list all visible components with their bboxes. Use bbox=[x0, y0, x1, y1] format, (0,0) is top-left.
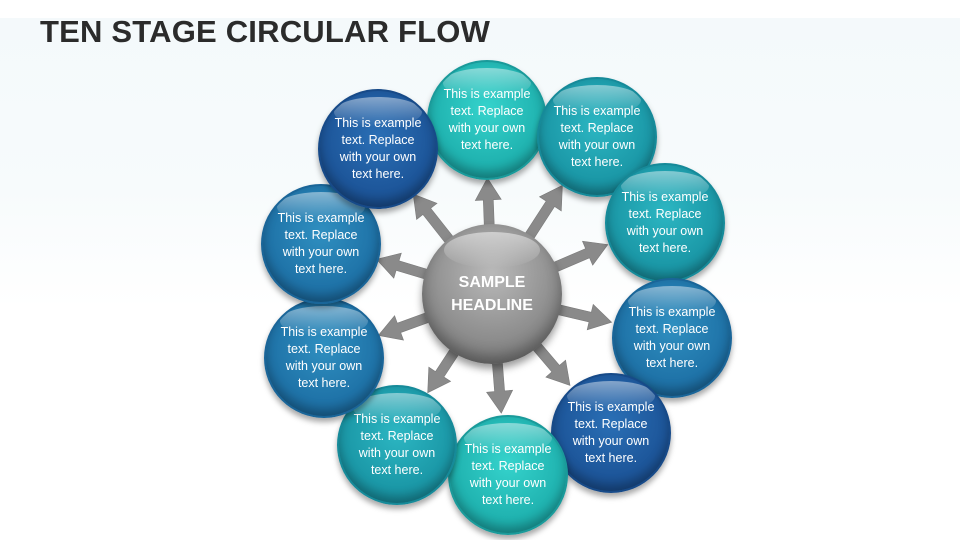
stage-1-line-3: with your own bbox=[448, 121, 526, 135]
stage-2-line-3: with your own bbox=[558, 138, 636, 152]
stage-5-line-4: text here. bbox=[584, 451, 638, 465]
stage-7-line-3: with your own bbox=[358, 446, 436, 460]
stage-5-line-3: with your own bbox=[572, 434, 650, 448]
stage-8-line-2: text. Replace bbox=[287, 342, 361, 356]
stage-circle-3: This is example text. Replace with your … bbox=[605, 163, 725, 283]
stage-text-9: This is example text. Replace with your … bbox=[274, 210, 368, 278]
stage-4-line-2: text. Replace bbox=[635, 322, 709, 336]
center-headline-circle: SAMPLE HEADLINE bbox=[422, 224, 562, 364]
stage-5-line-2: text. Replace bbox=[574, 417, 648, 431]
stage-3-line-3: with your own bbox=[626, 224, 704, 238]
stage-8-line-1: This is example bbox=[280, 325, 368, 339]
stage-text-1: This is example text. Replace with your … bbox=[440, 86, 534, 154]
stage-text-5: This is example text. Replace with your … bbox=[564, 399, 658, 467]
stage-text-7: This is example text. Replace with your … bbox=[350, 411, 444, 479]
stage-2-line-2: text. Replace bbox=[560, 121, 634, 135]
center-headline-text: SAMPLE HEADLINE bbox=[437, 271, 547, 317]
stage-circle-6: This is example text. Replace with your … bbox=[448, 415, 568, 535]
stage-circle-4: This is example text. Replace with your … bbox=[612, 278, 732, 398]
stage-4-line-1: This is example bbox=[628, 305, 716, 319]
stage-10-line-1: This is example bbox=[334, 116, 422, 130]
stage-7-line-1: This is example bbox=[353, 412, 441, 426]
stage-circle-5: This is example text. Replace with your … bbox=[551, 373, 671, 493]
center-headline-line-2: HEADLINE bbox=[451, 297, 533, 314]
stage-4-line-3: with your own bbox=[633, 339, 711, 353]
stage-1-line-2: text. Replace bbox=[450, 104, 524, 118]
stage-7-line-4: text here. bbox=[370, 463, 424, 477]
stage-6-line-4: text here. bbox=[481, 493, 535, 507]
stage-1-line-1: This is example bbox=[443, 87, 531, 101]
page-title: TEN STAGE CIRCULAR FLOW bbox=[40, 14, 491, 49]
stage-7-line-2: text. Replace bbox=[360, 429, 434, 443]
stage-8-line-4: text here. bbox=[297, 376, 351, 390]
stage-text-10: This is example text. Replace with your … bbox=[331, 115, 425, 183]
stage-9-line-1: This is example bbox=[277, 211, 365, 225]
stage-10-line-4: text here. bbox=[351, 167, 405, 181]
stage-circle-8: This is example text. Replace with your … bbox=[264, 298, 384, 418]
stage-circle-10: This is example text. Replace with your … bbox=[318, 89, 438, 209]
stage-6-line-1: This is example bbox=[464, 442, 552, 456]
stage-9-line-3: with your own bbox=[282, 245, 360, 259]
stage-3-line-4: text here. bbox=[638, 241, 692, 255]
stage-4-line-4: text here. bbox=[645, 356, 699, 370]
stage-8-line-3: with your own bbox=[285, 359, 363, 373]
stage-3-line-2: text. Replace bbox=[628, 207, 702, 221]
stage-6-line-2: text. Replace bbox=[471, 459, 545, 473]
stage-text-8: This is example text. Replace with your … bbox=[277, 324, 371, 392]
stage-1-line-4: text here. bbox=[460, 138, 514, 152]
stage-9-line-4: text here. bbox=[294, 262, 348, 276]
stage-10-line-2: text. Replace bbox=[341, 133, 415, 147]
stage-10-line-3: with your own bbox=[339, 150, 417, 164]
stage-text-6: This is example text. Replace with your … bbox=[461, 441, 555, 509]
stage-text-3: This is example text. Replace with your … bbox=[618, 189, 712, 257]
center-headline-line-1: SAMPLE bbox=[458, 274, 526, 291]
stage-2-line-1: This is example bbox=[553, 104, 641, 118]
stage-3-line-1: This is example bbox=[621, 190, 709, 204]
stage-circle-1: This is example text. Replace with your … bbox=[427, 60, 547, 180]
stage-2-line-4: text here. bbox=[570, 155, 624, 169]
stage-text-4: This is example text. Replace with your … bbox=[625, 304, 719, 372]
stage-circle-7: This is example text. Replace with your … bbox=[337, 385, 457, 505]
stage-6-line-3: with your own bbox=[469, 476, 547, 490]
stage-9-line-2: text. Replace bbox=[284, 228, 358, 242]
stage-circle-2: This is example text. Replace with your … bbox=[537, 77, 657, 197]
stage-text-2: This is example text. Replace with your … bbox=[550, 103, 644, 171]
stage-5-line-1: This is example bbox=[567, 400, 655, 414]
arrow-to-stage-6 bbox=[486, 355, 514, 414]
